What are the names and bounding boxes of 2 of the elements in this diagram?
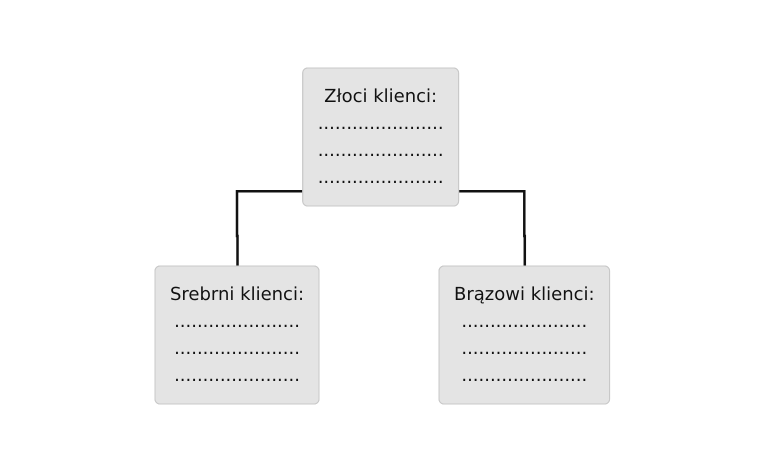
connector bbox=[236, 190, 304, 266]
connector bbox=[459, 190, 526, 266]
